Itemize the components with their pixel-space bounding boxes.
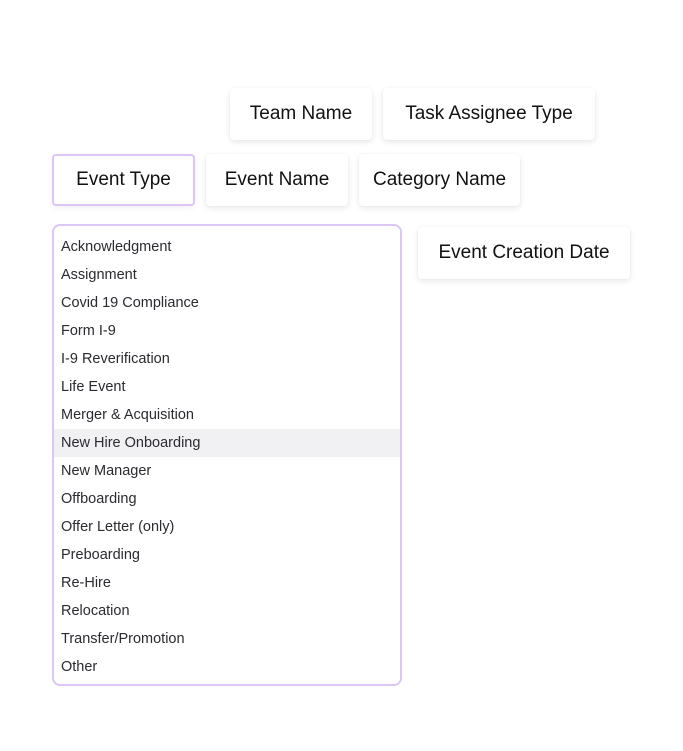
dropdown-option[interactable]: Covid 19 Compliance xyxy=(61,295,199,311)
task-assignee-type-chip[interactable]: Task Assignee Type xyxy=(383,88,595,140)
dropdown-option[interactable]: Transfer/Promotion xyxy=(61,631,185,647)
dropdown-option[interactable]: New Manager xyxy=(61,463,152,479)
category-name-chip[interactable]: Category Name xyxy=(359,154,520,206)
event-type-dropdown[interactable]: Acknowledgment Assignment Covid 19 Compl… xyxy=(52,224,402,686)
dropdown-option[interactable]: Offboarding xyxy=(61,491,137,507)
dropdown-option[interactable]: I-9 Reverification xyxy=(61,351,170,367)
dropdown-option[interactable]: Life Event xyxy=(61,379,126,395)
team-name-chip[interactable]: Team Name xyxy=(230,88,372,140)
dropdown-option[interactable]: Assignment xyxy=(61,267,137,283)
event-type-chip[interactable]: Event Type xyxy=(52,154,195,206)
dropdown-option[interactable]: Form I-9 xyxy=(61,323,116,339)
dropdown-option[interactable]: Preboarding xyxy=(61,547,140,563)
dropdown-option[interactable]: Offer Letter (only) xyxy=(61,519,175,535)
dropdown-option-highlighted[interactable]: New Hire Onboarding xyxy=(54,429,400,457)
dropdown-option[interactable]: Re-Hire xyxy=(61,575,111,591)
dropdown-option[interactable]: Relocation xyxy=(61,603,130,619)
dropdown-option[interactable]: Merger & Acquisition xyxy=(61,407,194,423)
dropdown-option[interactable]: Other xyxy=(61,659,98,675)
event-name-chip[interactable]: Event Name xyxy=(206,154,348,206)
event-creation-date-chip[interactable]: Event Creation Date xyxy=(418,227,630,279)
dropdown-option[interactable]: Acknowledgment xyxy=(61,239,172,255)
